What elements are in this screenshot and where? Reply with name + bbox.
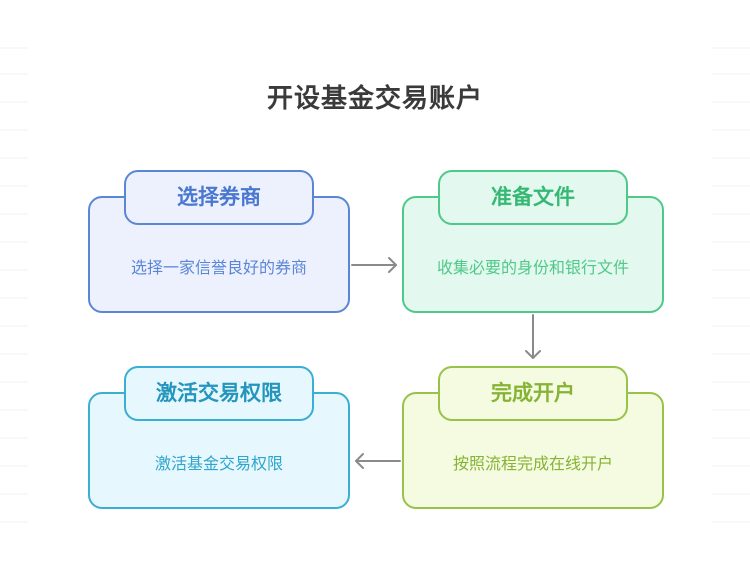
step-description: 激活基金交易权限 bbox=[154, 454, 283, 473]
step-description: 按照流程完成在线开户 bbox=[452, 454, 613, 473]
step-description: 收集必要的身份和银行文件 bbox=[436, 258, 629, 277]
step-heading-activate-trading: 激活交易权限 bbox=[124, 366, 314, 421]
step-heading-select-broker: 选择券商 bbox=[124, 170, 314, 225]
diagram-title: 开设基金交易账户 bbox=[266, 84, 483, 114]
step-heading-prepare-documents: 准备文件 bbox=[438, 170, 628, 225]
arrow-step2-to-step3 bbox=[525, 314, 541, 359]
arrow-step1-to-step2 bbox=[351, 257, 397, 273]
arrow-step3-to-step4 bbox=[355, 453, 401, 469]
step-description: 选择一家信誉良好的券商 bbox=[130, 258, 307, 277]
step-heading-complete-account-opening: 完成开户 bbox=[438, 366, 628, 421]
